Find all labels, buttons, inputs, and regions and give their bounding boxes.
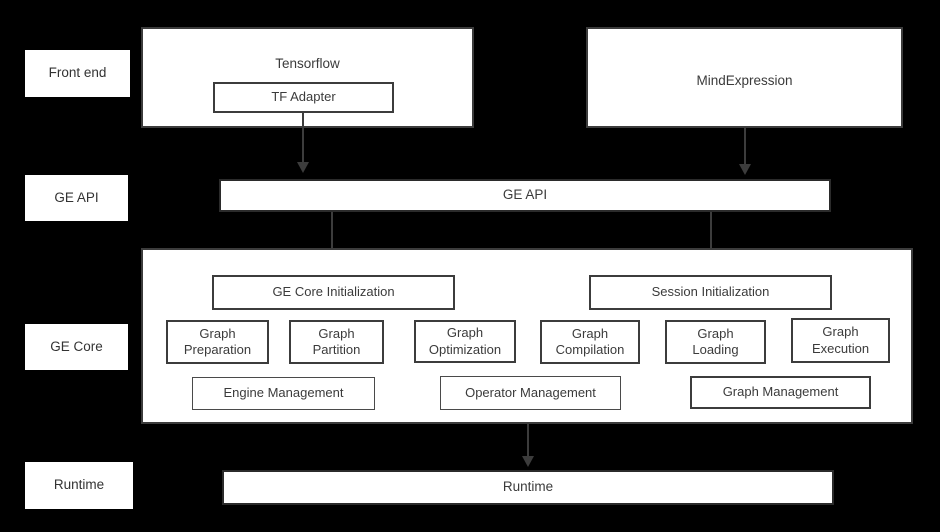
- layer-label-ge-api: GE API: [25, 175, 128, 221]
- operator-management-box[interactable]: Operator Management: [440, 376, 621, 410]
- tensorflow-title: Tensorflow: [275, 56, 340, 71]
- layer-label-front-end: Front end: [25, 50, 130, 97]
- graph-optimization-box[interactable]: Graph Optimization: [414, 320, 516, 363]
- graph-compilation-box[interactable]: Graph Compilation: [540, 320, 640, 364]
- session-initialization-box[interactable]: Session Initialization: [589, 275, 832, 310]
- runtime-bar[interactable]: Runtime: [222, 470, 834, 505]
- graph-loading-box[interactable]: Graph Loading: [665, 320, 766, 364]
- layer-label-runtime: Runtime: [25, 462, 133, 509]
- tf-adapter-box[interactable]: TF Adapter: [213, 82, 394, 113]
- engine-management-box[interactable]: Engine Management: [192, 377, 375, 410]
- graph-execution-box[interactable]: Graph Execution: [791, 318, 890, 363]
- ge-core-initialization-box[interactable]: GE Core Initialization: [212, 275, 455, 310]
- graph-management-box[interactable]: Graph Management: [690, 376, 871, 409]
- ge-api-bar[interactable]: GE API: [219, 179, 831, 212]
- graph-preparation-box[interactable]: Graph Preparation: [166, 320, 269, 364]
- graph-partition-box[interactable]: Graph Partition: [289, 320, 384, 364]
- layer-label-ge-core: GE Core: [25, 324, 128, 370]
- mindexpression-title: MindExpression: [696, 73, 793, 88]
- frontend-mindexpression-container: MindExpression: [586, 27, 903, 128]
